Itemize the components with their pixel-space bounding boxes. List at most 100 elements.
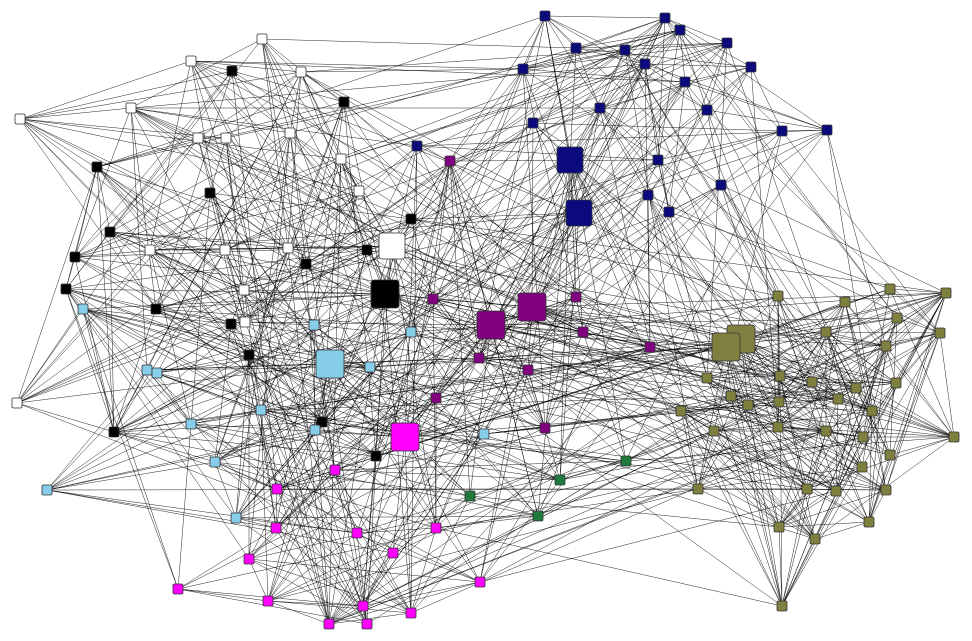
edge [747, 404, 783, 607]
edge [392, 369, 529, 554]
edge [537, 395, 732, 517]
edge [680, 410, 783, 607]
edge [130, 107, 246, 323]
edge [225, 137, 245, 291]
edge [46, 372, 158, 491]
node-lightblue [209, 456, 221, 468]
edge [177, 436, 864, 590]
edge [569, 47, 577, 161]
node-white [220, 132, 232, 144]
edge [65, 288, 561, 481]
edge [781, 538, 816, 607]
edge [479, 332, 941, 583]
edge [46, 461, 216, 491]
edge [730, 387, 857, 397]
edge [811, 331, 827, 383]
node-navy [674, 24, 686, 36]
edge [720, 184, 891, 456]
edge [362, 369, 529, 607]
edge [214, 461, 412, 614]
edge [779, 332, 941, 377]
edge [231, 70, 278, 490]
edge [275, 527, 330, 625]
edge [679, 29, 828, 131]
node-green [620, 455, 632, 467]
edge [522, 17, 666, 70]
edge [469, 324, 492, 497]
edge [432, 160, 451, 300]
edge [679, 29, 686, 83]
edge [130, 38, 263, 109]
edge [289, 132, 368, 625]
edge [177, 588, 269, 602]
edge [740, 338, 887, 347]
edge [657, 159, 670, 213]
node-olive [866, 405, 878, 417]
edge [146, 369, 278, 490]
edge [720, 184, 781, 377]
edge [146, 71, 302, 371]
node-navy [715, 179, 727, 191]
edge [747, 404, 873, 412]
node-purple [517, 292, 547, 322]
edge [569, 159, 584, 333]
edge [384, 293, 492, 326]
edge [19, 118, 157, 310]
edge [868, 292, 947, 523]
edge [96, 166, 246, 323]
edge [706, 377, 839, 400]
edge [276, 488, 412, 614]
node-olive [880, 340, 892, 352]
node-magenta [405, 607, 417, 619]
edge [647, 66, 752, 196]
node-olive [773, 396, 785, 408]
node-magenta [390, 422, 420, 452]
edge [275, 47, 577, 529]
edge [582, 159, 659, 333]
edge [825, 292, 947, 333]
edge [261, 38, 360, 192]
node-olive [857, 431, 869, 443]
edge [410, 331, 827, 432]
edge [697, 466, 863, 490]
edge [844, 301, 887, 347]
node-purple [476, 310, 506, 340]
edge [362, 455, 377, 607]
edge [276, 488, 330, 625]
edge [679, 29, 898, 319]
edge [313, 324, 336, 471]
node-olive [701, 372, 713, 384]
edge [490, 324, 651, 348]
edge [46, 346, 727, 491]
edge [625, 130, 783, 462]
edge [328, 605, 364, 625]
edge [531, 184, 722, 308]
edge [569, 159, 808, 490]
edge [177, 423, 192, 590]
edge [267, 600, 364, 607]
edge [469, 460, 627, 497]
node-olive [940, 287, 952, 299]
edge [260, 409, 887, 491]
edge [113, 431, 539, 517]
edge [730, 395, 780, 403]
node-olive [708, 425, 720, 437]
edge [391, 245, 437, 399]
edge [248, 427, 546, 560]
edge [889, 288, 947, 294]
edge [46, 245, 393, 491]
edge [384, 145, 418, 295]
edge [599, 42, 728, 109]
node-green [554, 474, 566, 486]
edge [329, 63, 646, 365]
edge [356, 212, 580, 534]
edge [65, 288, 179, 590]
edge [19, 118, 289, 249]
node-olive [839, 296, 851, 308]
edge [74, 256, 115, 433]
edge [544, 15, 627, 462]
node-magenta [323, 618, 335, 630]
edge [328, 430, 827, 625]
edge [806, 488, 887, 491]
node-lightblue [308, 319, 320, 331]
